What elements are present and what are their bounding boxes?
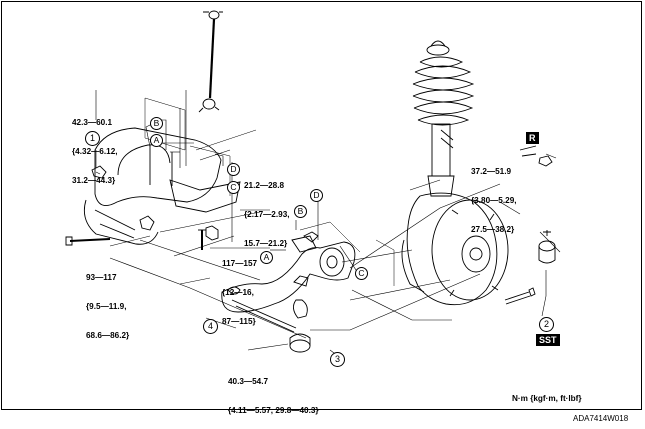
torque-spec-5-line-2: {3.80—5.29, xyxy=(471,195,517,205)
torque-spec-1-line-3: 31.2—44.3} xyxy=(72,175,116,185)
mount-bolt xyxy=(69,238,111,242)
torque-spec-1-line-2: {4.32—6.12, xyxy=(72,146,118,156)
torque-spec-2-line-1: 21.2—28.8 xyxy=(244,181,285,191)
marker-b-lower: B xyxy=(294,205,307,218)
strut-nut xyxy=(538,155,553,167)
torque-spec-5: 37.2—51.9 {3.80—5.29, 27.5—38.2} xyxy=(471,148,517,244)
marker-c-upper: C xyxy=(227,181,240,194)
tag-sst: SST xyxy=(536,334,560,346)
callout-2: 2 xyxy=(539,317,554,332)
torque-spec-6: 40.3—54.7 {4.11—5.57, 29.8—40.3} xyxy=(228,358,319,425)
torque-spec-3-line-1: 117—157 xyxy=(222,259,258,269)
marker-d-lower: D xyxy=(310,189,323,202)
marker-a-upper: A xyxy=(150,134,163,147)
tag-r: R xyxy=(526,132,539,144)
callout-1: 1 xyxy=(85,131,100,146)
torque-spec-3: 117—157 {12—16, 87—115} xyxy=(222,240,257,336)
torque-spec-4-line-2: {9.5—11.9, xyxy=(86,301,127,311)
torque-spec-4-line-1: 93—117 xyxy=(86,273,117,283)
torque-spec-5-line-1: 37.2—51.9 xyxy=(471,167,512,177)
callout-4: 4 xyxy=(203,319,218,334)
ball-joint xyxy=(289,299,311,353)
diagram-code: ADA7414W018 xyxy=(573,414,629,423)
torque-spec-1-line-1: 42.3—60.1 xyxy=(72,118,113,128)
torque-spec-2-line-3: 15.7—21.2} xyxy=(244,238,288,248)
stabilizer-link xyxy=(198,10,223,113)
torque-spec-3-line-2: {12—16, xyxy=(222,287,254,297)
torque-spec-1: 42.3—60.1 {4.32—6.12, 31.2—44.3} xyxy=(72,99,118,195)
torque-spec-2-line-2: {2.17—2.93, xyxy=(244,209,290,219)
marker-b-upper: B xyxy=(150,117,163,130)
marker-c-lower: C xyxy=(355,267,368,280)
tie-rod-end xyxy=(538,230,556,264)
torque-spec-6-line-2: {4.11—5.57, 29.8—40.3} xyxy=(228,405,319,415)
lower-arm xyxy=(221,235,356,333)
knuckle-hub xyxy=(401,192,509,306)
callout-3: 3 xyxy=(330,352,345,367)
knuckle-bolt xyxy=(504,291,531,305)
crossmember xyxy=(83,127,241,245)
leader-lines xyxy=(95,90,561,357)
torque-spec-6-line-1: 40.3—54.7 xyxy=(228,377,269,387)
torque-spec-4: 93—117 {9.5—11.9, 68.6—86.2} xyxy=(86,254,129,350)
marker-d-upper: D xyxy=(227,163,240,176)
unit-note: N·m {kgf·m, ft·lbf} xyxy=(512,394,582,403)
marker-a-lower: A xyxy=(260,251,273,264)
torque-spec-4-line-3: 68.6—86.2} xyxy=(86,330,130,340)
torque-spec-3-line-3: 87—115} xyxy=(222,316,256,326)
torque-spec-5-line-3: 27.5—38.2} xyxy=(471,224,515,234)
diagram-frame xyxy=(1,1,642,410)
strut-assembly xyxy=(412,40,475,197)
torque-spec-2: 21.2—28.8 {2.17—2.93, 15.7—21.2} xyxy=(244,162,290,258)
